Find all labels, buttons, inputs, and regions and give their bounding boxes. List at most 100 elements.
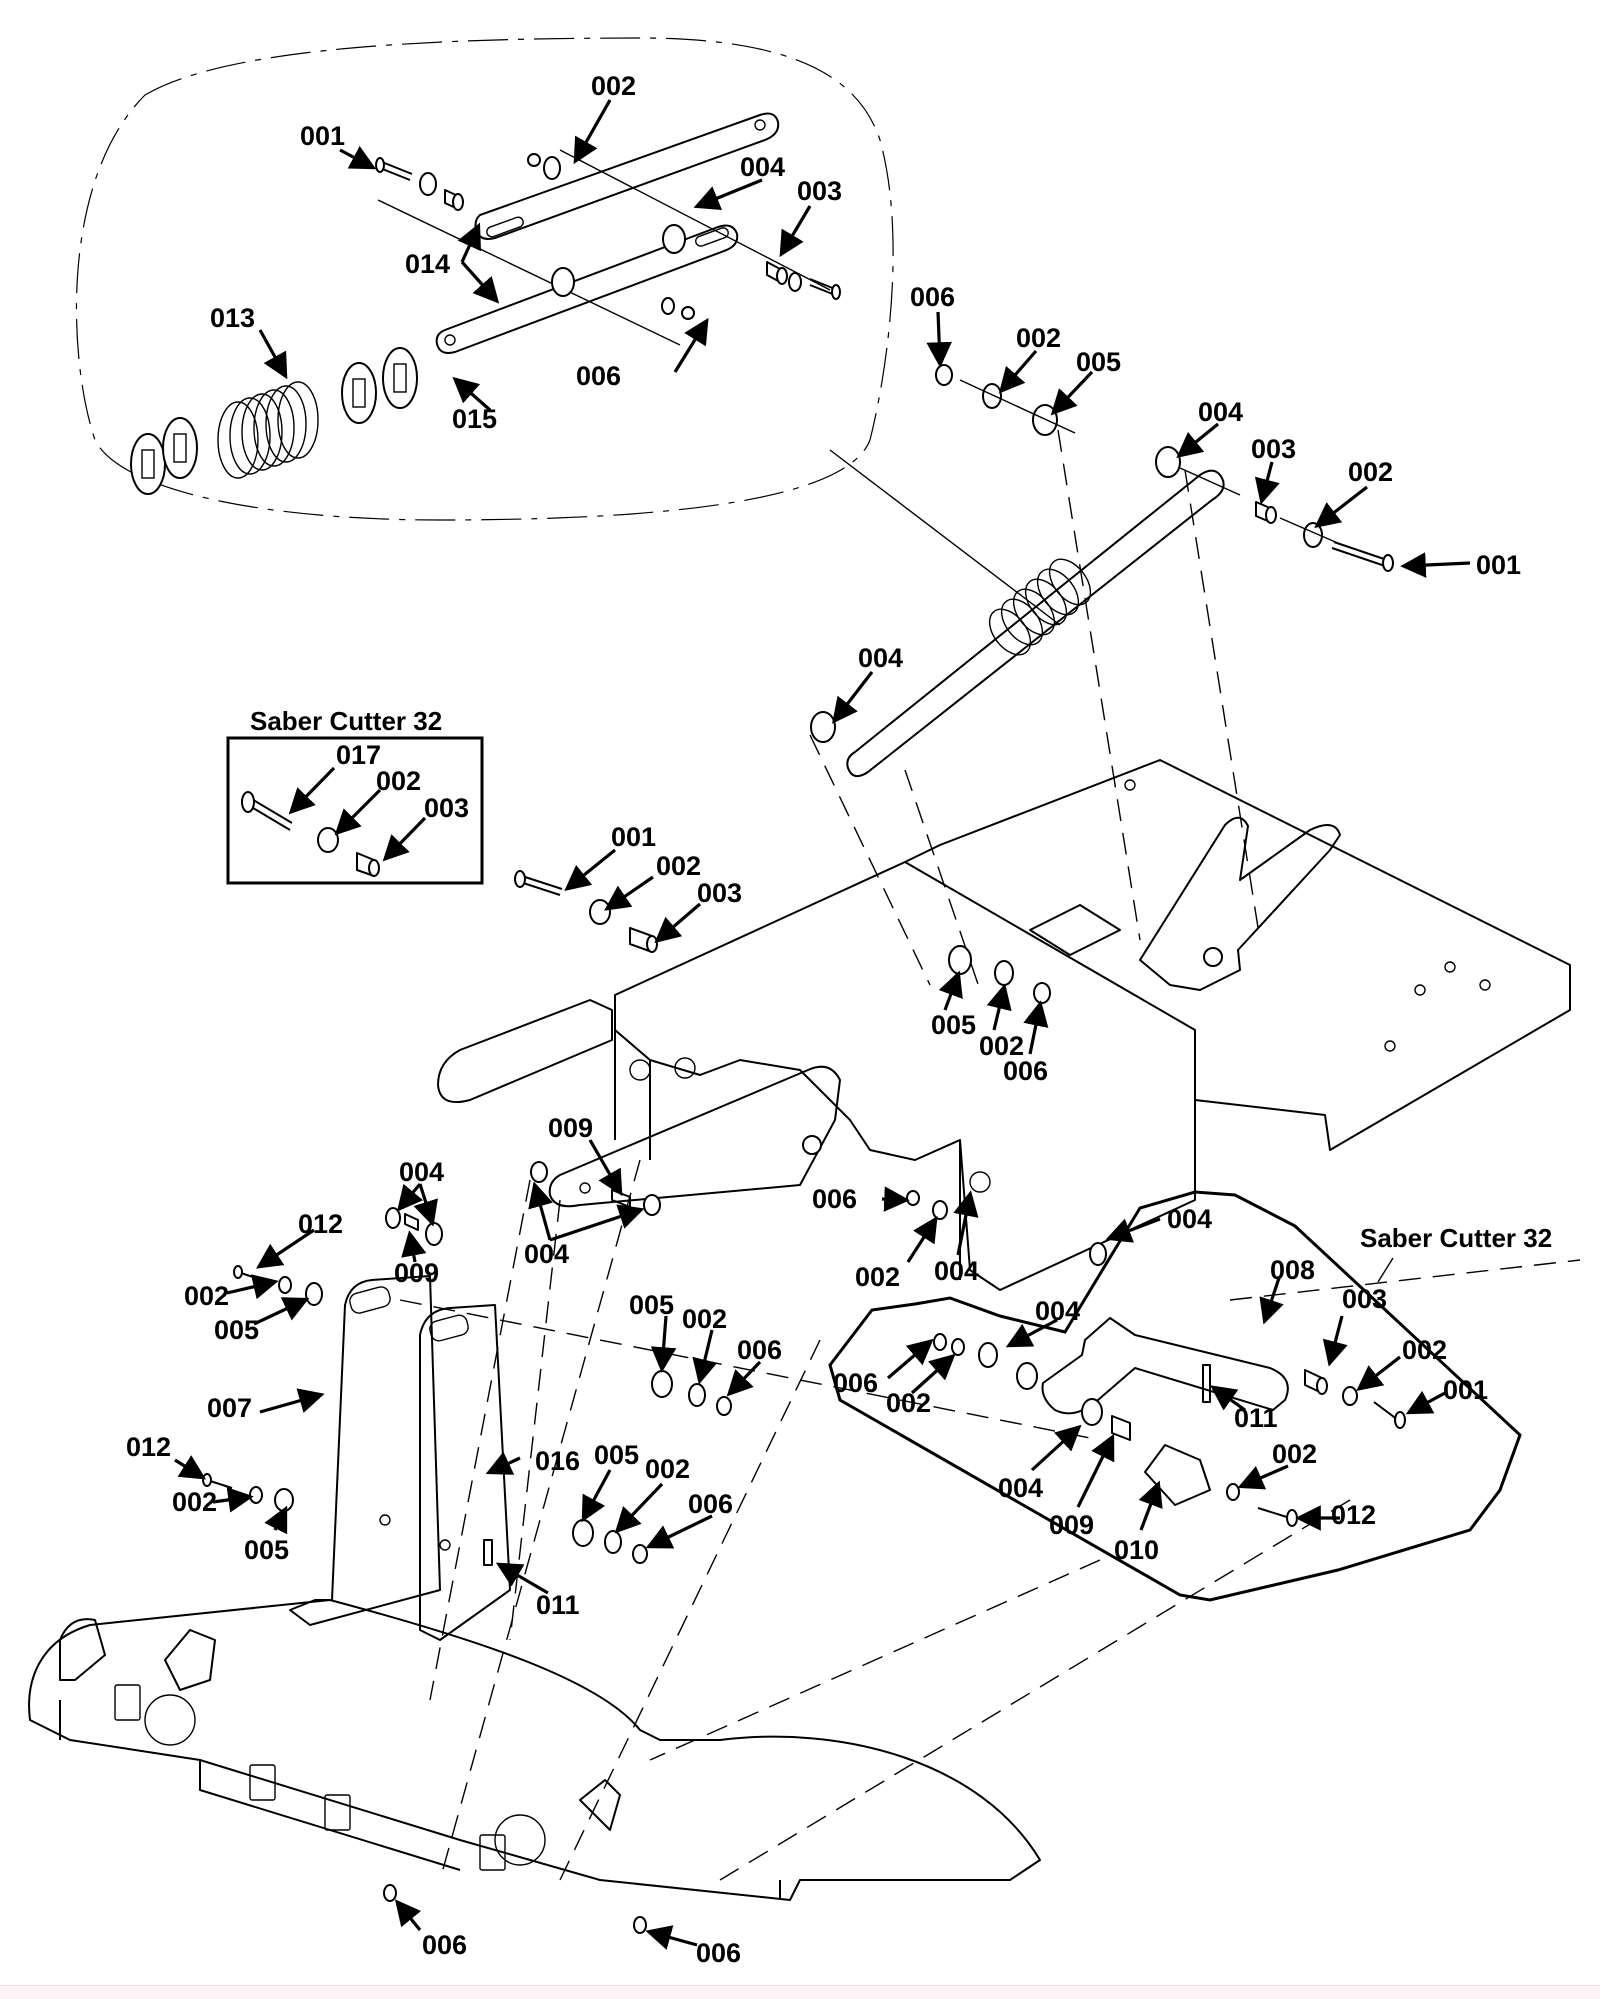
callout-label: 005 [629, 1290, 674, 1320]
bushing [444, 189, 464, 211]
nut-006 [1033, 982, 1051, 1004]
callout-label: 002 [645, 1454, 690, 1484]
callout-label: 004 [740, 152, 785, 182]
callout-label: 002 [591, 71, 636, 101]
pin-011 [1202, 1364, 1211, 1403]
callout-label: 002 [656, 851, 701, 881]
callout-label: 003 [697, 878, 742, 908]
callout-label: 009 [394, 1258, 439, 1288]
washer-004 [662, 224, 686, 254]
callout-label: 005 [931, 1010, 976, 1040]
bracket-010 [1144, 1444, 1211, 1506]
nut-006 [383, 1884, 397, 1902]
main-frame [437, 759, 1571, 1291]
callout-label: 004 [858, 643, 903, 673]
bolt-001 [375, 157, 413, 181]
base-lug [579, 1779, 621, 1831]
nut-006 [633, 1916, 647, 1934]
washer-004 [1155, 446, 1181, 478]
frame-holes [629, 779, 1491, 1193]
callout-label: 003 [1251, 434, 1296, 464]
platform-plate [904, 759, 1571, 1151]
callout-label: 007 [207, 1393, 252, 1423]
frame-edges [614, 995, 961, 1280]
callout-label: 006 [910, 282, 955, 312]
spring-washer [162, 417, 198, 479]
base-plate [28, 1599, 1041, 1934]
callout-label: 006 [688, 1489, 733, 1519]
callout-label: 016 [535, 1446, 580, 1476]
callout-label: 002 [1016, 323, 1061, 353]
washer-004 [1081, 1398, 1103, 1426]
callout-label: 004 [1167, 1204, 1212, 1234]
washer-002 [317, 827, 339, 853]
axis-line [559, 149, 831, 291]
nut-006 [935, 364, 953, 386]
washer-004 [643, 1194, 661, 1216]
callout-label: 006 [1003, 1056, 1048, 1086]
washer-005 [948, 945, 972, 975]
saber-cutter-bolt-box: Saber Cutter 32 [226, 706, 484, 885]
callout-label: 012 [126, 1432, 171, 1462]
callout-label: 003 [797, 176, 842, 206]
spring-washer [341, 362, 377, 424]
callout-label: 006 [422, 1930, 467, 1960]
washer-004 [551, 267, 575, 297]
link-bar-014-lower [435, 224, 739, 354]
page-footer-strip [0, 1985, 1600, 1999]
nut-006 [933, 1333, 947, 1351]
bushing-003 [629, 927, 658, 953]
washer [661, 297, 675, 315]
callout-label: 005 [244, 1535, 289, 1565]
callout-label: 005 [1076, 347, 1121, 377]
spacer-009 [1111, 1415, 1131, 1441]
saber-linkage-title: Saber Cutter 32 [1360, 1223, 1552, 1253]
washer-002 [1226, 1483, 1240, 1501]
spring-link-detail-inset [75, 37, 1061, 626]
callout-label: 009 [548, 1113, 593, 1143]
washer-002 [982, 383, 1002, 409]
spring [988, 558, 1092, 656]
washer-002 [1342, 1386, 1358, 1406]
upright-007 [289, 1275, 441, 1626]
nut-006 [906, 1190, 920, 1206]
callout-label: 012 [298, 1209, 343, 1239]
callout-label: 002 [172, 1487, 217, 1517]
callout-label: 004 [998, 1473, 1043, 1503]
link-bar [846, 469, 1225, 778]
bolt-001 [1331, 541, 1394, 572]
callout-label: 012 [1331, 1500, 1376, 1530]
callout-label: 015 [452, 404, 497, 434]
washer-004 [1089, 1242, 1107, 1266]
callout-label: 003 [424, 793, 469, 823]
callout-label: 010 [1114, 1535, 1159, 1565]
washer-005 [1032, 404, 1058, 436]
callout-label: 002 [376, 766, 421, 796]
spring-washer [130, 433, 166, 495]
bushing-003 [1255, 501, 1277, 524]
callout-label: 002 [1272, 1439, 1317, 1469]
callout-label: 008 [1270, 1255, 1315, 1285]
bolt-001 [514, 870, 563, 896]
platform-cutout [1029, 904, 1121, 956]
callout-label: 003 [1342, 1284, 1387, 1314]
washer-004 [810, 711, 836, 743]
washer [419, 172, 437, 196]
front-mount-bracket [548, 1065, 841, 1208]
upright-hardware [202, 1207, 732, 1566]
nut-006 [681, 306, 695, 320]
callout-label: 001 [611, 822, 656, 852]
washer [788, 272, 802, 292]
bushing-003 [356, 852, 380, 877]
callout-arrows [174, 99, 1471, 1950]
callout-labels: 002 001 004 003 014 013 006 015 006 002 … [126, 71, 1521, 1968]
callout-label: 004 [934, 1256, 979, 1286]
callout-label: 002 [682, 1304, 727, 1334]
base-slots [114, 1684, 546, 1871]
callout-label: 014 [405, 249, 450, 279]
washer-002 [951, 1338, 965, 1356]
callout-label: 001 [1476, 550, 1521, 580]
callout-label: 001 [1443, 1375, 1488, 1405]
alignment-lines [399, 429, 1581, 1881]
